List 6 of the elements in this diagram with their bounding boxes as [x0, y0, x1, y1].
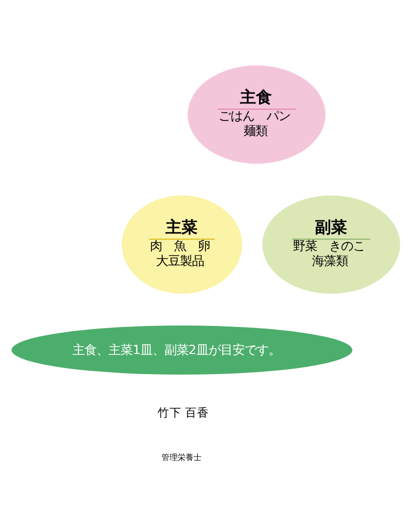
node-ellipse: 主食 ごはん パン 麺類 — [188, 64, 326, 164]
label: 竹下 百香 — [158, 405, 210, 420]
label: 管理栄養士 — [162, 452, 202, 462]
node-ellipse: 主食、主菜1皿、副菜2皿が目安です。 — [12, 325, 352, 374]
node-ellipse: 主菜 肉 魚 卵 大豆製品 — [122, 194, 242, 294]
node-ellipse: 副菜 野菜 きのこ 海藻類 — [262, 194, 400, 294]
